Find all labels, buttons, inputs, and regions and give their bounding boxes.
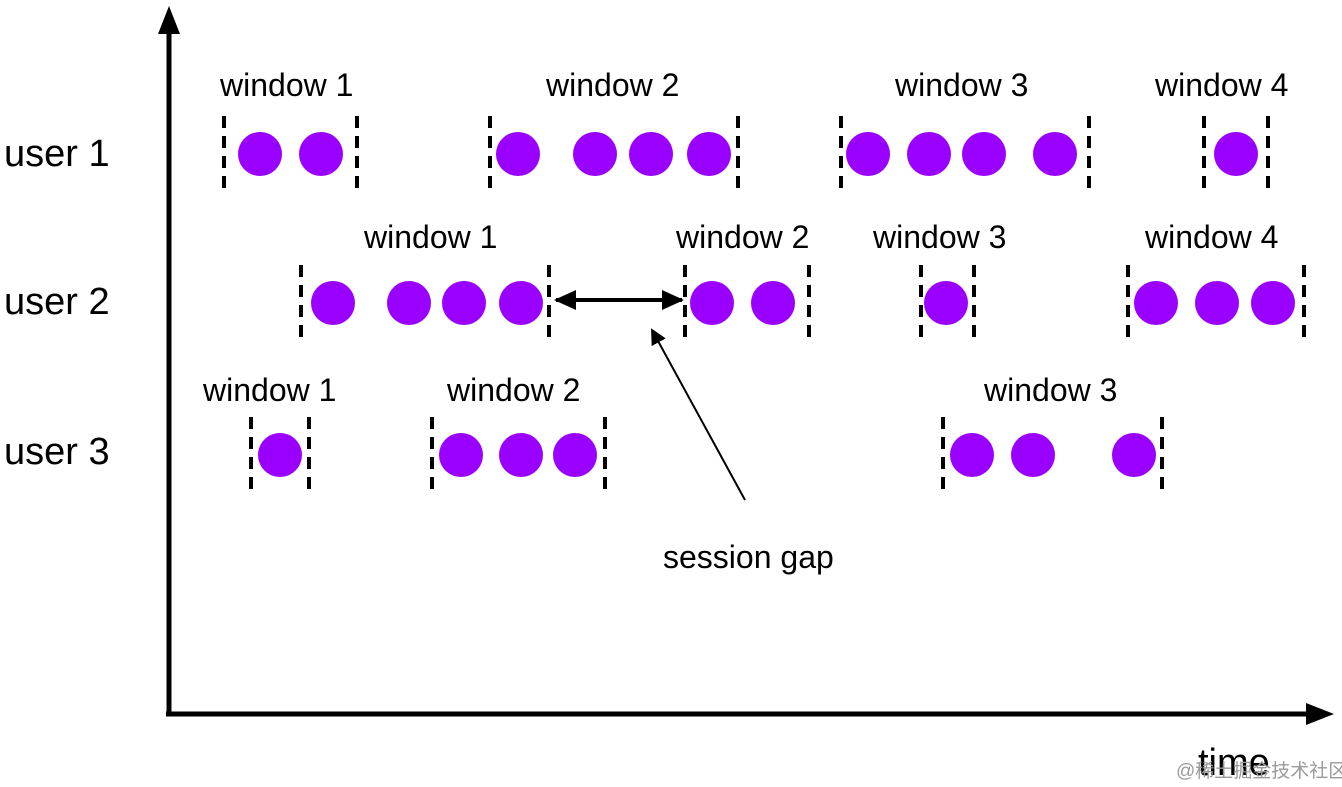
event-dot — [311, 281, 355, 325]
event-dot — [629, 132, 673, 176]
u3-window-3 — [941, 417, 1164, 495]
event-dot — [846, 132, 890, 176]
windows-layer: window 1 window 2 window 3 window 4 wind… — [202, 67, 1306, 495]
event-dot — [499, 433, 543, 477]
event-dot — [299, 132, 343, 176]
event-dot — [573, 132, 617, 176]
u3-window-1-label: window 1 — [202, 372, 336, 408]
event-dot — [1134, 281, 1178, 325]
event-dot — [924, 281, 968, 325]
u2-window-2-label: window 2 — [675, 219, 809, 255]
event-dot — [238, 132, 282, 176]
u3-window-1 — [249, 417, 311, 495]
event-dot — [496, 132, 540, 176]
u1-window-1 — [222, 116, 359, 194]
event-dot — [499, 281, 543, 325]
event-dot — [442, 281, 486, 325]
u2-window-2 — [683, 265, 811, 343]
user-label-2: user 2 — [4, 281, 110, 323]
u2-window-3 — [919, 265, 976, 343]
event-dot — [687, 132, 731, 176]
u3-window-3-label: window 3 — [983, 372, 1117, 408]
watermark: @稀土掘金技术社区 — [1176, 760, 1342, 782]
event-dot — [1011, 433, 1055, 477]
u1-window-3-label: window 3 — [894, 67, 1028, 103]
u1-window-4-label: window 4 — [1154, 67, 1288, 103]
event-dot — [950, 433, 994, 477]
user-labels: user 1 user 2 user 3 — [4, 133, 110, 473]
event-dot — [1195, 281, 1239, 325]
event-dot — [258, 433, 302, 477]
u2-window-1-label: window 1 — [363, 219, 497, 255]
event-dot — [690, 281, 734, 325]
y-axis-arrowhead — [158, 6, 180, 34]
event-dot — [1214, 132, 1258, 176]
event-dot — [1251, 281, 1295, 325]
u3-window-2-label: window 2 — [446, 372, 580, 408]
event-dot — [751, 281, 795, 325]
user-label-3: user 3 — [4, 431, 110, 473]
session-gap-label: session gap — [663, 539, 834, 575]
u1-window-2 — [488, 116, 740, 194]
event-dot — [1033, 132, 1077, 176]
event-dot — [553, 433, 597, 477]
u1-window-4 — [1202, 116, 1270, 194]
user-label-1: user 1 — [4, 133, 110, 175]
event-dot — [907, 132, 951, 176]
x-axis-arrowhead — [1306, 703, 1334, 725]
u2-window-4 — [1126, 265, 1306, 343]
session-gap-pointer-arrow — [651, 328, 746, 501]
event-dot — [439, 433, 483, 477]
session-gap-annotation: session gap — [554, 290, 834, 575]
x-axis-label: time — [1198, 742, 1270, 784]
u2-window-1 — [299, 265, 551, 343]
u1-window-1-label: window 1 — [219, 67, 353, 103]
u1-window-3 — [839, 116, 1091, 194]
u1-window-2-label: window 2 — [545, 67, 679, 103]
u2-window-3-label: window 3 — [872, 219, 1006, 255]
event-dot — [1112, 433, 1156, 477]
u2-window-4-label: window 4 — [1144, 219, 1278, 255]
event-dot — [387, 281, 431, 325]
event-dot — [962, 132, 1006, 176]
u3-window-2 — [430, 417, 607, 495]
axes: time — [158, 6, 1334, 784]
